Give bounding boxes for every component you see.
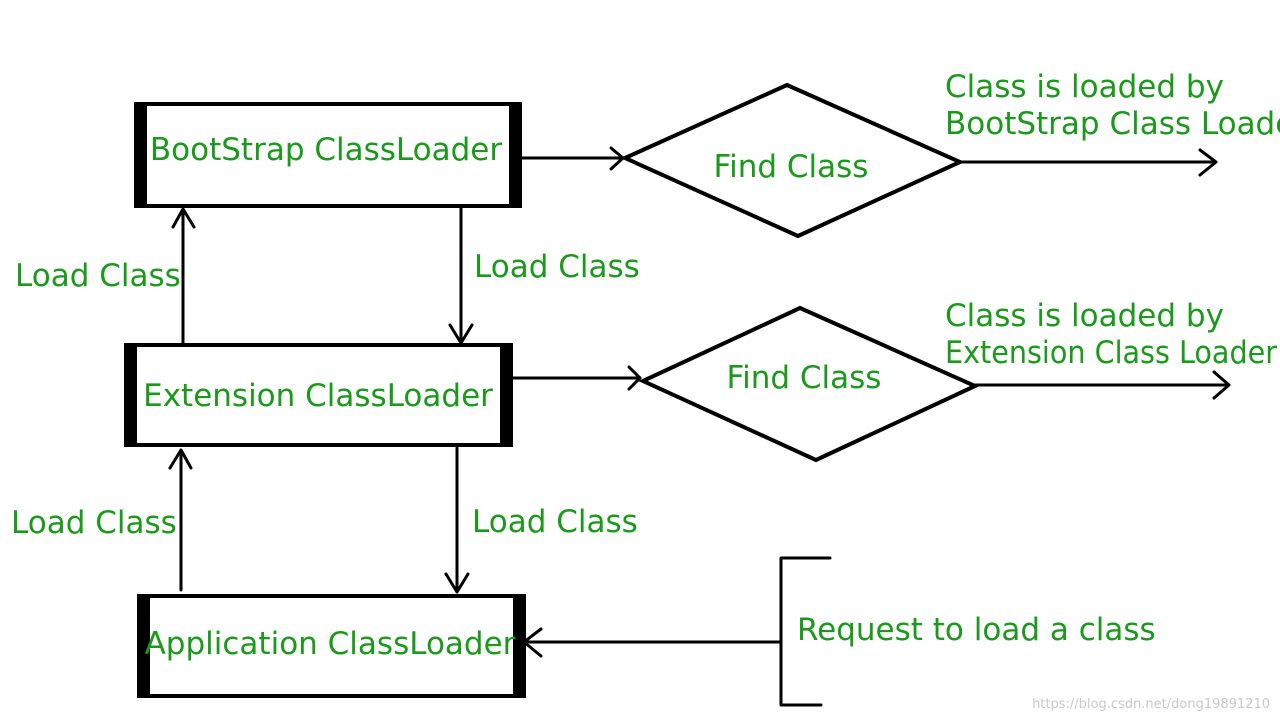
bootstrap-classloader-node: BootStrap ClassLoader	[134, 102, 522, 208]
result-bootstrap-line-1: Class is loaded by	[945, 69, 1224, 105]
application-box-left-bar	[139, 596, 150, 696]
arrow-ext-to-find	[510, 365, 642, 391]
arrow-down-boot-to-ext	[448, 206, 474, 345]
arrow-find-top-to-result	[958, 148, 1218, 177]
bootstrap-box-right-bar	[509, 104, 520, 206]
find-class-diamond-middle: Find Class	[638, 305, 980, 463]
arrow-find-middle-to-result	[973, 370, 1231, 400]
connectors	[168, 146, 1231, 707]
find-class-diamond-top-label: Find Class	[714, 149, 869, 185]
application-box-border	[137, 594, 526, 698]
arrow-down-ext-to-app	[444, 446, 470, 594]
watermark-text: https://blog.csdn.net/dong19891210	[1032, 697, 1270, 712]
arrow-up-ext-to-boot	[171, 207, 196, 345]
extension-box-label: Extension ClassLoader	[143, 378, 493, 414]
label-load-class-up-top: Load Class	[15, 258, 181, 294]
application-classloader-node: Application ClassLoader	[137, 594, 526, 698]
extension-box-right-bar	[500, 345, 511, 445]
arrow-boot-to-find	[520, 146, 625, 171]
result-bootstrap-line-2: BootStrap Class Loader	[945, 106, 1280, 142]
find-class-diamond-middle-label: Find Class	[727, 360, 882, 396]
extension-box-left-bar	[126, 345, 137, 445]
result-bootstrap: Class is loaded by BootStrap Class Loade…	[945, 69, 1280, 142]
find-class-diamond-top: Find Class	[620, 82, 965, 239]
request-label: Request to load a class	[797, 612, 1156, 648]
extension-box-border	[124, 343, 513, 447]
result-extension: Class is loaded by Extension Class Loade…	[945, 298, 1277, 371]
result-extension-line-2: Extension Class Loader	[945, 335, 1277, 371]
label-load-class-down-top: Load Class	[474, 249, 640, 285]
arrow-up-app-to-ext	[168, 448, 193, 592]
request-bracket	[779, 556, 832, 707]
application-box-label: Application ClassLoader	[145, 626, 516, 662]
extension-classloader-node: Extension ClassLoader	[124, 343, 513, 447]
label-load-class-up-bottom: Load Class	[11, 505, 177, 541]
bootstrap-box-label: BootStrap ClassLoader	[150, 132, 502, 168]
application-box-right-bar	[513, 596, 524, 696]
arrow-request-to-app	[522, 627, 783, 658]
label-load-class-down-bottom: Load Class	[472, 504, 638, 540]
bootstrap-box-left-bar	[136, 104, 147, 206]
result-extension-line-1: Class is loaded by	[945, 298, 1224, 334]
